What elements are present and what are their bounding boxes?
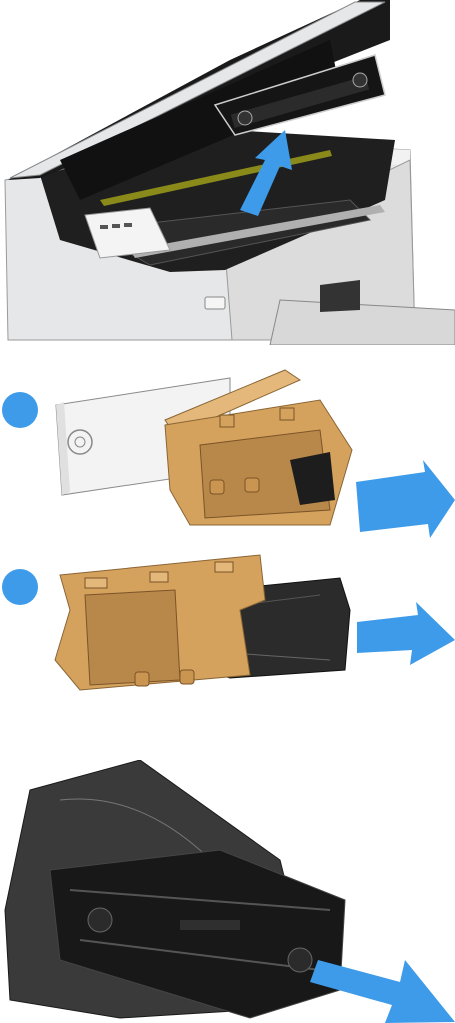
cardboard-sleeve-remove-illustration xyxy=(0,550,455,710)
sleeve-svg xyxy=(0,550,455,710)
box-svg xyxy=(0,360,455,550)
printer-svg xyxy=(0,0,455,345)
bag-svg xyxy=(0,760,455,1023)
protective-bag-remove-illustration xyxy=(0,760,455,1023)
printer-remove-drum-illustration xyxy=(0,0,455,345)
box-packaging-remove-illustration xyxy=(0,360,455,550)
